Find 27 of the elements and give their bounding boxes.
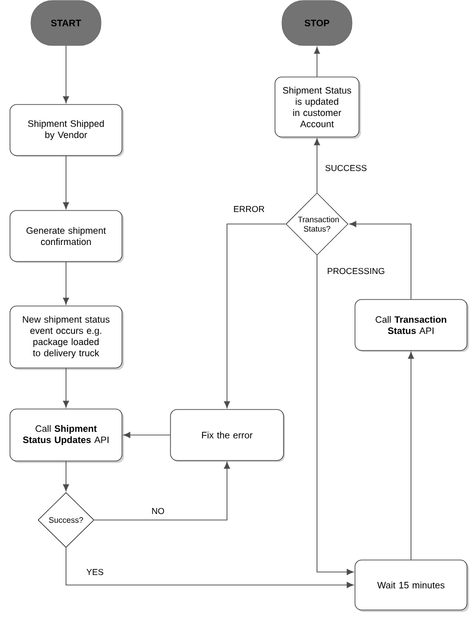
arrow xyxy=(63,368,69,408)
edge-label: NO xyxy=(150,506,166,516)
arrow xyxy=(63,261,69,305)
arrow xyxy=(408,352,414,560)
edge-label: ERROR xyxy=(232,204,266,214)
arrow xyxy=(66,547,354,588)
process-box: Generate shipment confirmation xyxy=(10,210,122,262)
edge-label: PROCESSING xyxy=(326,266,386,276)
process-box: Call Transaction Status API xyxy=(354,299,468,351)
arrow xyxy=(123,432,171,438)
edge-label: YES xyxy=(85,568,105,576)
process-box: Shipment Status is updated in customer Account xyxy=(274,76,360,138)
process-box: Wait 15 minutes xyxy=(354,560,468,610)
arrow xyxy=(349,221,412,300)
process-box: New shipment status event occurs e.g. package loaded to delivery truck xyxy=(10,306,122,368)
arrow xyxy=(314,138,320,194)
process-box: Fix the error xyxy=(170,409,284,461)
edge-label: SUCCESS xyxy=(324,164,368,172)
process-box: Shipment Shipped by Vendor xyxy=(10,104,122,156)
arrow xyxy=(314,46,320,78)
process-box: Call Shipment Status Updates API xyxy=(10,408,122,462)
arrow xyxy=(63,155,69,210)
arrow xyxy=(94,462,230,520)
arrow xyxy=(63,460,69,492)
arrow xyxy=(224,224,286,408)
arrow xyxy=(316,254,354,575)
arrow xyxy=(63,45,69,104)
